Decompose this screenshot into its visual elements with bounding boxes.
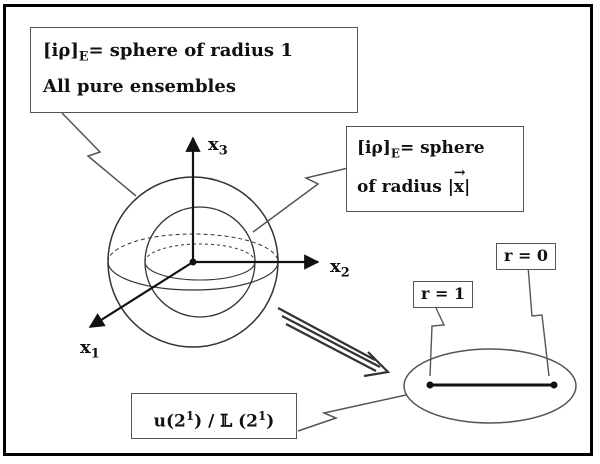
outer-equator-front (107, 261, 279, 291)
quotient-callout: u(21) / 𝕃 (21) (131, 393, 297, 439)
x1-axis (88, 261, 194, 328)
sphere-callout-line2: of radius |→x| (357, 165, 515, 204)
x2-axis-label: x2 (330, 256, 350, 281)
x3-axis-label: x3 (208, 134, 228, 159)
r-equals-1-callout: r = 1 (413, 281, 473, 308)
diagram-frame (3, 4, 593, 456)
inner-equator-back (144, 243, 256, 263)
r0-connector (527, 265, 550, 377)
segment-end-r1 (426, 381, 434, 389)
origin-dot (189, 258, 197, 266)
x1-axis-label: x1 (80, 337, 100, 362)
pure-ensembles-callout: [iρ]E= sphere of radius 1 All pure ensem… (30, 27, 358, 113)
sphere-callout-line1: [iρ]E= sphere (357, 138, 485, 161)
segment-end-r0 (550, 381, 558, 389)
triple-arrow-head (363, 351, 391, 378)
r1-connector (429, 307, 446, 377)
sphere-radius-callout: [iρ]E= sphere of radius |→x| (346, 126, 524, 212)
inner-equator-front (144, 261, 256, 281)
triple-arrow-line-3 (285, 323, 377, 372)
triple-arrow-line-1 (277, 307, 376, 361)
triple-arrow-line-2 (281, 315, 381, 368)
sphere-callout-connector (252, 167, 349, 233)
pure-callout-line1: [iρ]E= sphere of radius 1 (43, 40, 293, 64)
r-equals-0-callout: r = 0 (496, 243, 556, 270)
quotient-ellipse (403, 348, 577, 424)
pure-callout-line2: All pure ensembles (43, 75, 236, 97)
vector-x: →x (453, 165, 466, 198)
pure-callout-connector (61, 112, 137, 197)
quotient-connector (297, 394, 407, 432)
